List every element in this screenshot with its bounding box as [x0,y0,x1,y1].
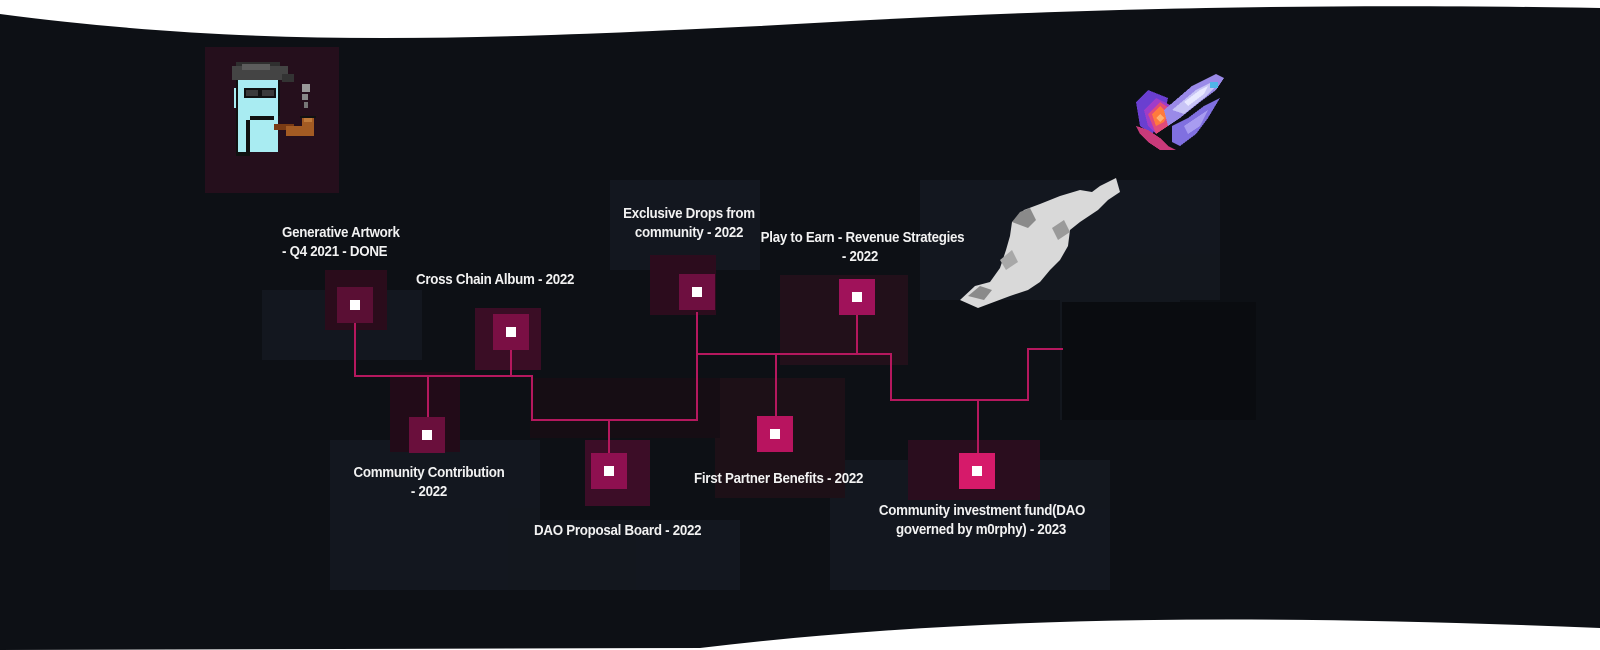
pixel-comet-icon [1136,74,1224,150]
node-cross-chain-album[interactable] [493,314,529,350]
node-exclusive-drops[interactable] [679,274,715,310]
label-line: Community investment fund(DAO [878,503,1086,519]
label-line: governed by m0rphy) - 2023 [895,522,1066,538]
label-line: Generative Artwork [282,225,400,241]
node-dot [350,300,360,310]
milestone-label-community-contribution: Community Contribution - 2022 [348,464,510,502]
label-line: - Q4 2021 - DONE [282,244,388,260]
pixel-pipe-character [232,62,316,156]
node-dao-proposal-board[interactable] [591,453,627,489]
milestone-label-exclusive-drops: Exclusive Drops from community - 2022 [611,205,767,243]
label-line: Play to Earn - Revenue Strategies [760,230,965,246]
node-dot [506,327,516,337]
pixel-smoke-cloud [960,178,1120,308]
label-line: community - 2022 [634,225,744,241]
node-play-to-earn[interactable] [839,279,875,315]
milestone-label-dao-proposal-board: DAO Proposal Board - 2022 [534,522,702,541]
label-line: - 2022 [841,249,879,265]
node-dot [972,466,982,476]
milestone-label-generative-artwork: Generative Artwork - Q4 2021 - DONE [282,224,400,262]
node-dot [770,429,780,439]
label-line: Exclusive Drops from [623,206,755,222]
label-line: Community Contribution [353,465,505,481]
node-dot [852,292,862,302]
label-line: Cross Chain Album - 2022 [416,272,575,288]
label-line: First Partner Benefits - 2022 [694,471,864,487]
milestone-label-community-investment-fund: Community investment fund(DAO governed b… [878,502,1086,540]
node-community-investment-fund[interactable] [959,453,995,489]
node-generative-artwork[interactable] [337,287,373,323]
label-line: DAO Proposal Board - 2022 [534,523,702,539]
node-community-contribution[interactable] [409,417,445,453]
node-first-partner-benefits[interactable] [757,416,793,452]
node-dot [604,466,614,476]
node-dot [422,430,432,440]
milestone-label-play-to-earn: Play to Earn - Revenue Strategies - 2022 [760,229,965,267]
node-dot [692,287,702,297]
milestone-label-cross-chain-album: Cross Chain Album - 2022 [416,271,574,290]
milestone-label-first-partner-benefits: First Partner Benefits - 2022 [694,470,863,489]
label-line: - 2022 [410,484,448,500]
